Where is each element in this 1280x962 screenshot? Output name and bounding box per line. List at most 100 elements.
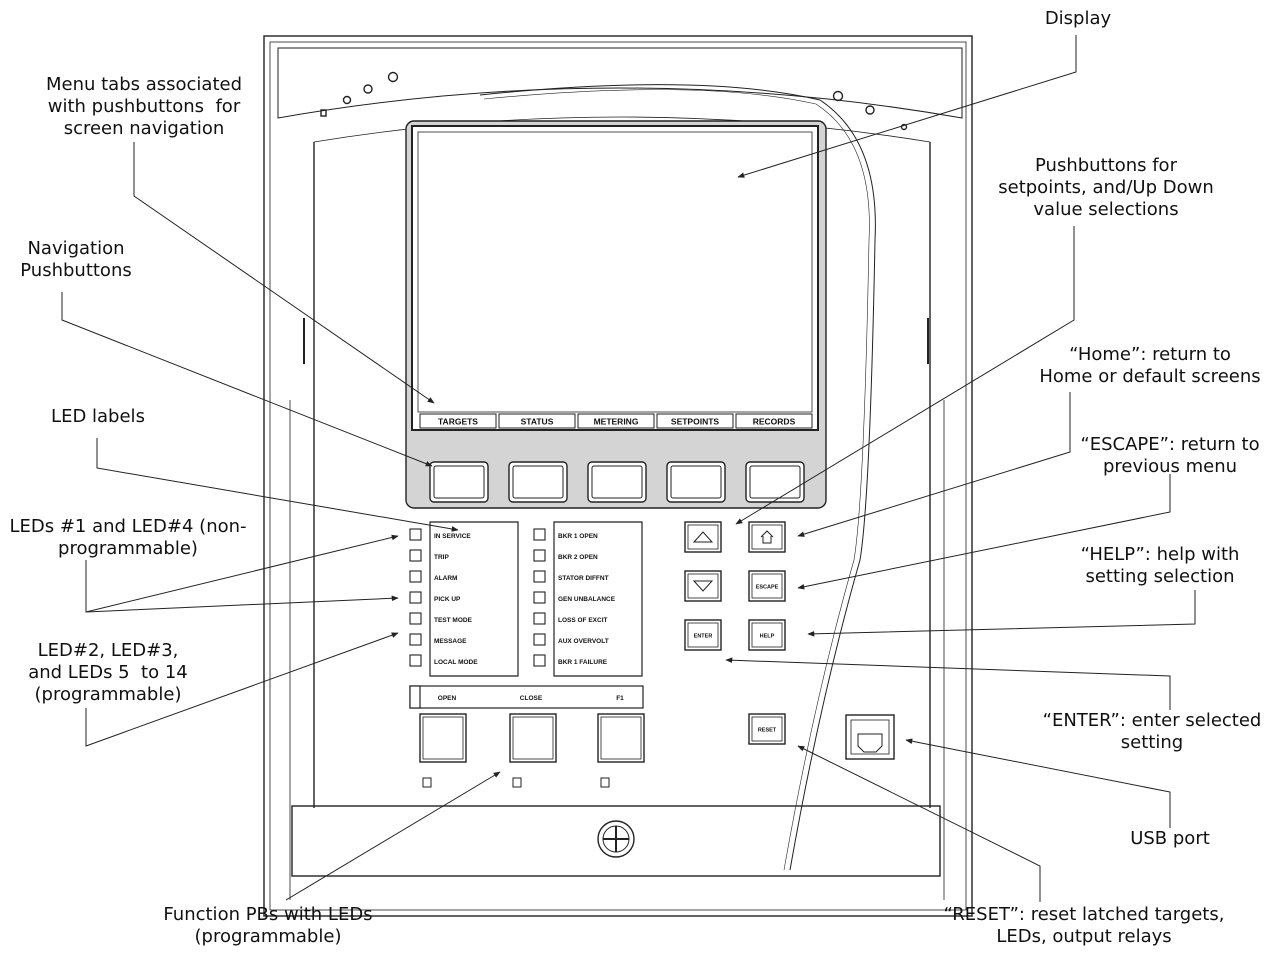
callout-navigation: Navigation Pushbuttons xyxy=(20,238,132,281)
callout-function-pbs: Function PBs with LEDs (programmable) xyxy=(163,904,373,947)
function-pushbutton-open[interactable] xyxy=(419,713,467,763)
callout-enter: “ENTER”: enter selected setting xyxy=(1042,710,1262,753)
navigation-pushbutton-4[interactable] xyxy=(666,461,726,503)
function-led xyxy=(422,777,432,788)
callout-home: “Home”: return to Home or default screen… xyxy=(1039,344,1261,387)
function-pushbutton-f1[interactable] xyxy=(597,713,645,763)
led-right-6: AUX OVERVOLT xyxy=(533,633,609,646)
callout-leds-programmable: LED#2, LED#3, and LEDs 5 to 14 (programm… xyxy=(28,640,188,705)
led-indicator xyxy=(409,528,422,541)
led-label: LOCAL MODE xyxy=(434,659,478,666)
led-indicator xyxy=(533,570,546,583)
function-label-f1: F1 xyxy=(616,695,624,702)
navigation-pushbutton-1[interactable] xyxy=(429,461,489,503)
navigation-pushbutton-5[interactable] xyxy=(745,461,805,503)
help-key[interactable]: HELP xyxy=(748,619,786,651)
led-label: ALARM xyxy=(434,575,457,582)
led-label: PICK UP xyxy=(434,596,461,603)
reset-key[interactable]: RESET xyxy=(748,713,786,745)
led-label: LOSS OF EXCIT xyxy=(558,617,608,624)
led-label-plate-right xyxy=(553,521,643,677)
callout-help: “HELP”: help with setting selection xyxy=(1080,544,1240,587)
led-indicator xyxy=(409,549,422,562)
led-left-3: ALARM xyxy=(409,570,457,583)
menu-tab-label: SETPOINTS xyxy=(671,417,720,427)
led-left-7: LOCAL MODE xyxy=(409,654,478,667)
menu-tab-records: RECORDS xyxy=(735,413,813,429)
led-label: TRIP xyxy=(434,554,449,561)
led-indicator xyxy=(409,570,422,583)
led-right-4: GEN UNBALANCE xyxy=(533,591,616,604)
led-right-1: BKR 1 OPEN xyxy=(533,528,598,541)
led-indicator xyxy=(533,591,546,604)
navigation-pushbutton-2[interactable] xyxy=(508,461,568,503)
reset-label: RESET xyxy=(758,728,777,734)
led-indicator xyxy=(533,612,546,625)
enclosure xyxy=(263,35,973,917)
menu-tab-metering: METERING xyxy=(577,413,655,429)
menu-tab-label: RECORDS xyxy=(753,417,796,427)
led-label: TEST MODE xyxy=(434,617,473,624)
home-key[interactable] xyxy=(748,521,786,553)
callout-escape: “ESCAPE”: return to previous menu xyxy=(1080,434,1260,477)
menu-tab-label: TARGETS xyxy=(438,417,478,427)
led-label: GEN UNBALANCE xyxy=(558,596,616,603)
led-label: BKR 1 FAILURE xyxy=(558,659,608,666)
callout-display: Display xyxy=(1044,8,1112,29)
menu-tab-setpoints: SETPOINTS xyxy=(656,413,734,429)
navigation-pushbutton-3[interactable] xyxy=(587,461,647,503)
callout-reset: “RESET”: reset latched targets, LEDs, ou… xyxy=(943,904,1225,947)
down-key[interactable] xyxy=(684,570,722,602)
led-label: BKR 2 OPEN xyxy=(558,554,598,561)
callout-leds-nonprogrammable: LEDs #1 and LED#4 (non- programmable) xyxy=(9,516,247,559)
callout-setpoint-pushbuttons: Pushbuttons for setpoints, and/Up Down v… xyxy=(998,155,1214,220)
led-label: MESSAGE xyxy=(434,638,467,645)
led-left-5: TEST MODE xyxy=(409,612,473,625)
help-label: HELP xyxy=(760,634,775,640)
led-indicator xyxy=(409,633,422,646)
led-indicator xyxy=(533,549,546,562)
callout-usb-port: USB port xyxy=(1130,828,1210,849)
led-indicator xyxy=(533,633,546,646)
led-right-2: BKR 2 OPEN xyxy=(533,549,598,562)
display-screen xyxy=(411,125,819,431)
function-led xyxy=(512,777,522,788)
led-right-3: STATOR DIFFNT xyxy=(533,570,609,583)
led-right-7: BKR 1 FAILURE xyxy=(533,654,608,667)
led-left-6: MESSAGE xyxy=(409,633,467,646)
home-icon xyxy=(760,530,774,544)
enter-label: ENTER xyxy=(694,634,713,640)
led-left-4: PICK UP xyxy=(409,591,461,604)
function-label-open: OPEN xyxy=(438,695,457,702)
panel-screw-knob xyxy=(597,820,635,858)
led-indicator xyxy=(409,654,422,667)
led-left-2: TRIP xyxy=(409,549,449,562)
callout-led-labels: LED labels xyxy=(51,406,145,427)
menu-tab-status: STATUS xyxy=(498,413,576,429)
escape-key[interactable]: ESCAPE xyxy=(748,570,786,602)
up-arrow-icon xyxy=(692,531,714,543)
function-pushbutton-close[interactable] xyxy=(509,713,557,763)
led-label-plate-left xyxy=(429,521,519,677)
escape-label: ESCAPE xyxy=(756,585,779,591)
callout-menu-tabs: Menu tabs associated with pushbuttons fo… xyxy=(45,74,243,139)
led-indicator xyxy=(409,612,422,625)
led-label: BKR 1 OPEN xyxy=(558,533,598,540)
led-indicator xyxy=(409,591,422,604)
down-arrow-icon xyxy=(692,580,714,592)
usb-port[interactable] xyxy=(845,714,895,760)
leader-lines xyxy=(61,35,1196,902)
function-led xyxy=(600,777,610,788)
menu-tab-targets: TARGETS xyxy=(419,413,497,429)
enter-key[interactable]: ENTER xyxy=(684,619,722,651)
led-right-5: LOSS OF EXCIT xyxy=(533,612,608,625)
up-key[interactable] xyxy=(684,521,722,553)
menu-tab-label: STATUS xyxy=(521,417,554,427)
led-label: STATOR DIFFNT xyxy=(558,575,609,582)
led-label: AUX OVERVOLT xyxy=(558,638,609,645)
led-label: IN SERVICE xyxy=(434,533,471,540)
function-label-close: CLOSE xyxy=(520,695,543,702)
led-indicator xyxy=(533,528,546,541)
